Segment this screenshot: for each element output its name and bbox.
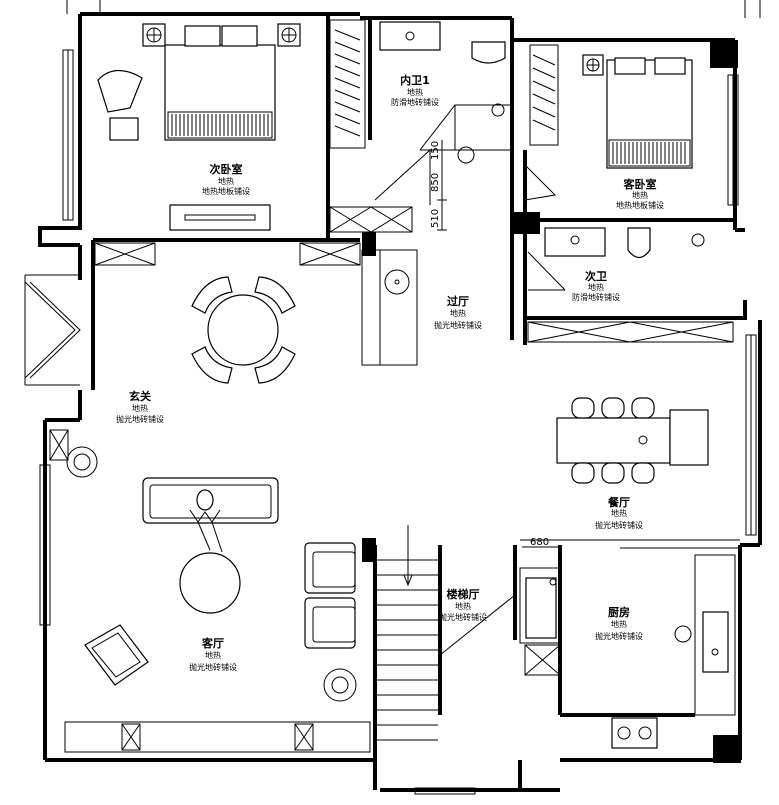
dimension-lines: 150 850 510 680 <box>430 140 560 548</box>
room-living: 客厅 地热 抛光地砖铺设 <box>189 636 237 672</box>
room-foyer: 玄关 地热 抛光地砖铺设 <box>116 389 164 424</box>
room-heating: 地热 <box>611 508 627 518</box>
dim-680: 680 <box>530 537 549 548</box>
bath2-fixtures <box>527 227 734 343</box>
room-stair: 楼梯厅 地热 抛光地砖铺设 <box>439 587 487 622</box>
room-guest: 客卧室 地热 地热地板铺设 <box>616 177 664 210</box>
room-hall: 过厅 地热 抛光地砖铺设 <box>434 294 482 330</box>
room-name: 内卫1 <box>400 73 430 87</box>
room-floor: 抛光地砖铺设 <box>434 320 482 330</box>
kitchen-fixtures <box>519 539 740 749</box>
dining-furniture <box>556 397 709 484</box>
room-floor: 抛光地砖铺设 <box>189 662 237 672</box>
round-dining-set <box>191 276 296 384</box>
room-bedroom2: 次卧室 地热 地热地板铺设 <box>202 162 250 196</box>
room-heating: 地热 <box>132 403 148 413</box>
room-floor: 抛光地砖铺设 <box>439 612 487 622</box>
dim-510: 510 <box>430 209 441 228</box>
room-name: 餐厅 <box>607 495 630 509</box>
room-dining: 餐厅 地热 抛光地砖铺设 <box>595 495 643 530</box>
room-name: 玄关 <box>129 389 151 403</box>
columns <box>362 40 741 763</box>
living-furniture <box>49 429 371 753</box>
room-heating: 地热 <box>611 619 627 629</box>
room-bath1: 内卫1 地热 防滑地砖铺设 <box>391 73 439 107</box>
room-name: 次卫 <box>585 269 607 283</box>
room-heating: 地热 <box>407 87 423 97</box>
dim-150: 150 <box>430 141 441 160</box>
room-heating: 地热 <box>588 282 604 292</box>
stairs <box>377 525 516 741</box>
room-floor: 防滑地砖铺设 <box>391 97 439 107</box>
room-floor: 地热地板铺设 <box>202 186 250 196</box>
room-name: 客卧室 <box>623 177 657 191</box>
room-name: 次卧室 <box>210 162 243 176</box>
bedroom2-furniture <box>97 19 413 233</box>
dim-850: 850 <box>430 173 441 192</box>
windows <box>39 0 761 795</box>
room-name: 客厅 <box>201 636 224 650</box>
hall-fixtures <box>94 242 418 366</box>
room-name: 楼梯厅 <box>447 587 480 601</box>
room-heating: 地热 <box>455 601 471 611</box>
room-bath2: 次卫 地热 防滑地砖铺设 <box>572 269 620 302</box>
bath1-fixtures <box>374 21 512 205</box>
room-floor: 抛光地砖铺设 <box>116 414 164 424</box>
room-floor: 抛光地砖铺设 <box>595 631 643 641</box>
room-floor: 抛光地砖铺设 <box>595 520 643 530</box>
room-floor: 防滑地砖铺设 <box>572 292 620 302</box>
guest-furniture <box>524 44 693 201</box>
room-heating: 地热 <box>218 176 234 186</box>
room-heating: 地热 <box>632 190 648 200</box>
room-kitchen: 厨房 地热 抛光地砖铺设 <box>595 605 643 641</box>
room-name: 厨房 <box>608 605 630 619</box>
room-heating: 地热 <box>205 650 221 660</box>
room-floor: 地热地板铺设 <box>616 200 664 210</box>
room-name: 过厅 <box>447 294 469 308</box>
room-heating: 地热 <box>450 308 466 318</box>
room-labels: 次卧室 地热 地热地板铺设 内卫1 地热 防滑地砖铺设 客卧室 地热 地热地板铺… <box>116 73 664 672</box>
entry-door <box>24 274 81 386</box>
